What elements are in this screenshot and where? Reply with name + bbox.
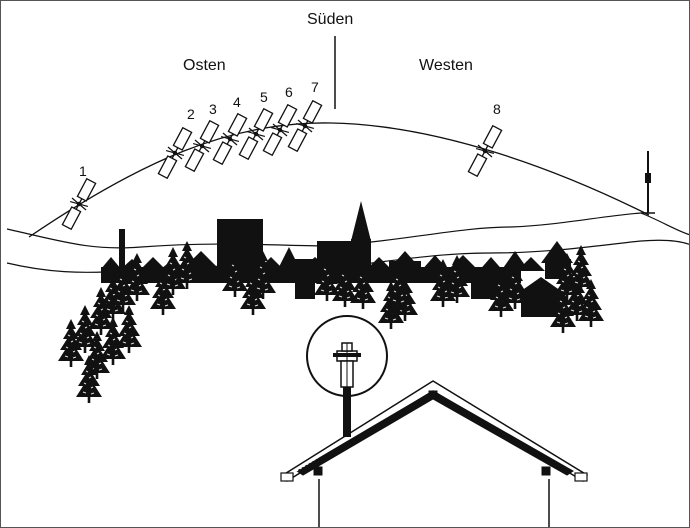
satellite-4 xyxy=(209,111,251,167)
direction-west-label: Westen xyxy=(419,57,473,74)
satellite-1-label: 1 xyxy=(79,163,87,179)
satellite-1 xyxy=(58,176,100,232)
satellite-8-label: 8 xyxy=(493,101,501,117)
tv-tower xyxy=(641,151,655,214)
satellites-group xyxy=(58,98,506,232)
satellite-8 xyxy=(464,123,506,179)
direction-east-label: Osten xyxy=(183,57,226,74)
satellite-3 xyxy=(181,118,223,174)
satellite-2-label: 2 xyxy=(187,106,195,122)
satellite-2 xyxy=(154,125,196,181)
satellite-5-label: 5 xyxy=(260,89,268,105)
orbit-arc xyxy=(28,122,650,238)
satellite-7-label: 7 xyxy=(311,79,319,95)
satellite-3-label: 3 xyxy=(209,101,217,117)
house xyxy=(280,380,589,527)
satellite-6-label: 6 xyxy=(285,84,293,100)
roof-inner xyxy=(296,390,574,476)
hills-back xyxy=(6,212,689,249)
dish-mast xyxy=(343,387,351,437)
satellite-4-label: 4 xyxy=(233,94,241,110)
direction-south-label: Süden xyxy=(307,11,354,28)
satellite-dish xyxy=(306,315,388,437)
